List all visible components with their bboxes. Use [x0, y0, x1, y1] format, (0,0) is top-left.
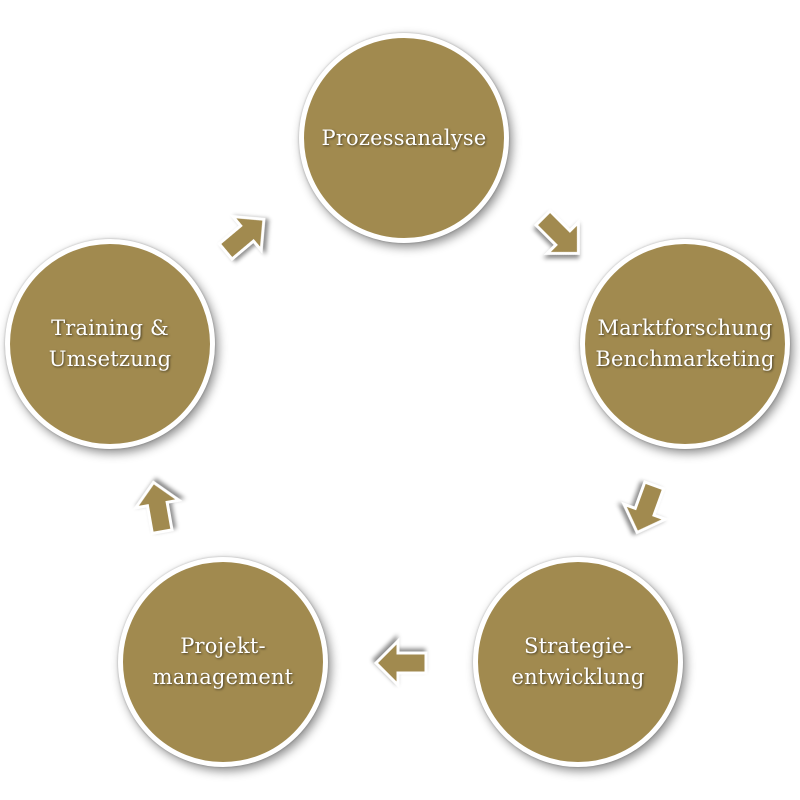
arrow-left-icon — [372, 633, 432, 693]
node-label: Prozessanalyse — [321, 123, 486, 154]
node-label-line: management — [152, 665, 294, 689]
node-label-line: Training & — [51, 316, 169, 340]
arrow-down-icon — [616, 478, 676, 538]
node-label-line: Prozessanalyse — [321, 125, 487, 150]
node-label-line: entwicklung — [511, 665, 645, 689]
node-label: Strategie- entwicklung — [512, 631, 645, 693]
arrow-down-right-icon — [530, 205, 590, 265]
node-label: Projekt- management — [153, 631, 294, 693]
node-label-line: Umsetzung — [48, 347, 172, 371]
node-strategie: Strategie- entwicklung — [473, 557, 683, 767]
node-label-line: Marktforschung — [597, 316, 773, 340]
node-training: Training & Umsetzung — [5, 239, 215, 449]
arrow-up-icon — [128, 478, 188, 538]
node-label: Training & Umsetzung — [49, 313, 172, 375]
node-prozessanalyse: Prozessanalyse — [299, 33, 509, 243]
arrow-up-right-icon — [214, 206, 274, 266]
node-marktforschung: Marktforschung Benchmarketing — [580, 239, 790, 449]
node-label-line: Strategie- — [524, 634, 632, 658]
node-label: Marktforschung Benchmarketing — [595, 313, 774, 375]
node-label-line: Benchmarketing — [595, 347, 775, 371]
node-label-line: Projekt- — [180, 634, 266, 658]
node-projekt: Projekt- management — [118, 557, 328, 767]
